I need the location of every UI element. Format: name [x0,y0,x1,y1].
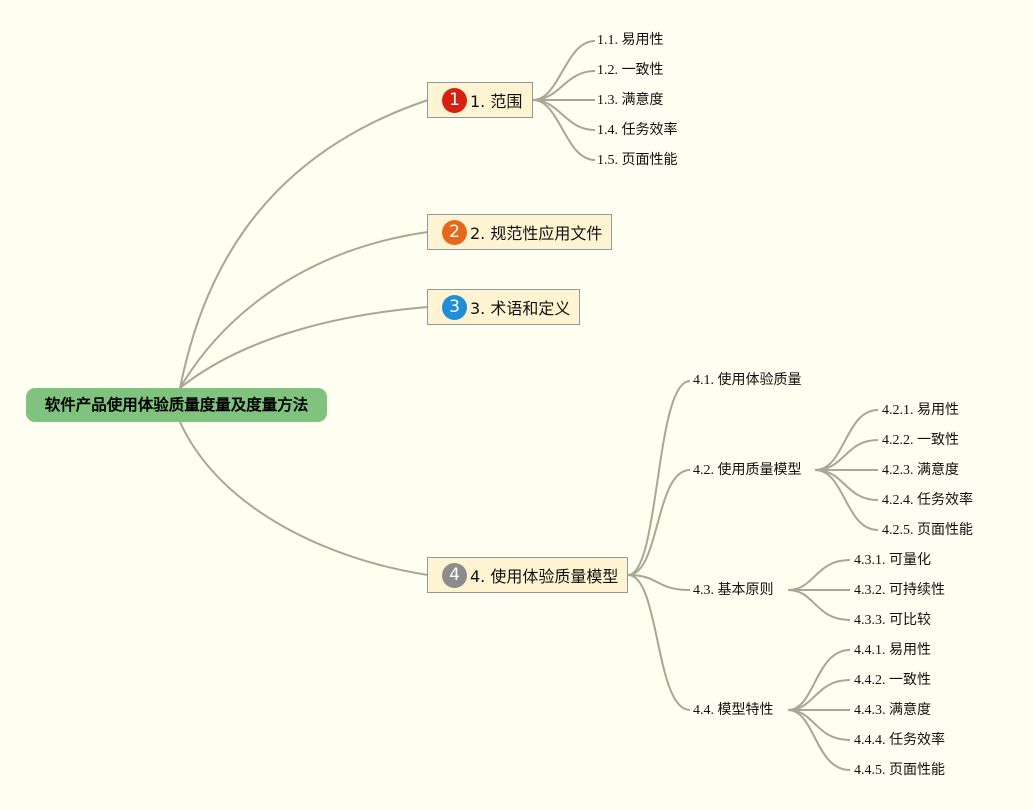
connector-4-4-to-4-4-1 [787,649,851,711]
subtopic-4-4-1[interactable]: 4.4.1. 易用性 [854,643,931,658]
connector-4-2-to-4-2-1 [814,409,879,471]
subtopic-4-4-4[interactable]: 4.4.4. 任务效率 [854,733,945,748]
subtopic-4-3-1[interactable]: 4.3.1. 可量化 [854,553,931,568]
subtopic-4-3-3[interactable]: 4.3.3. 可比较 [854,613,931,628]
connector-4-3-to-4-3-3 [787,589,851,621]
subtopic-4-2[interactable]: 4.2. 使用质量模型 [693,463,802,478]
connector-root-to-topic-4 [179,421,429,576]
connector-4-4-to-4-4-5 [787,709,851,771]
subtopic-1-5[interactable]: 1.5. 页面性能 [597,153,678,168]
main-topic-2-label: 2. 规范性应用文件 [470,224,603,243]
subtopic-4-2-5[interactable]: 4.2.5. 页面性能 [882,523,973,538]
priority-badge-icon: 1 [442,87,467,113]
connector-4-4-to-4-4-4 [787,709,851,741]
subtopic-4-2-4[interactable]: 4.2.4. 任务效率 [882,493,973,508]
connector-4-2-to-4-2-4 [814,469,879,501]
main-topic-3[interactable]: 3 3. 术语和定义 [427,289,580,325]
main-topic-4-label: 4. 使用体验质量模型 [470,567,619,586]
connector-4-to-4-4 [627,574,691,711]
subtopic-1-3[interactable]: 1.3. 满意度 [597,93,664,108]
main-topic-4[interactable]: 4 4. 使用体验质量模型 [427,557,628,593]
subtopic-4-4-3[interactable]: 4.4.3. 满意度 [854,703,931,718]
subtopic-4-3[interactable]: 4.3. 基本原则 [693,583,774,598]
connector-1-to-1-5 [532,99,596,161]
subtopic-4-2-2[interactable]: 4.2.2. 一致性 [882,433,959,448]
connector-4-4-to-4-4-2 [787,679,851,711]
subtopic-1-4[interactable]: 1.4. 任务效率 [597,123,678,138]
priority-badge-icon: 3 [442,294,467,320]
connector-4-2-to-4-2-5 [814,469,879,531]
main-topic-1[interactable]: 1 1. 范围 [427,82,533,118]
main-topic-3-label: 3. 术语和定义 [470,299,571,318]
connector-root-to-topic-2 [179,231,429,389]
connector-1-to-1-2 [532,70,596,101]
connector-4-3-to-4-3-1 [787,559,851,591]
connector-1-to-1-1 [532,40,596,101]
subtopic-4-1[interactable]: 4.1. 使用体验质量 [693,373,802,388]
connector-1-to-1-4 [532,99,596,131]
subtopic-1-1[interactable]: 1.1. 易用性 [597,33,664,48]
main-topic-1-label: 1. 范围 [470,92,523,111]
subtopic-4-4[interactable]: 4.4. 模型特性 [693,703,774,718]
priority-badge-icon: 2 [442,219,467,245]
subtopic-4-2-1[interactable]: 4.2.1. 易用性 [882,403,959,418]
connector-4-to-4-3 [627,574,691,591]
priority-badge-icon: 4 [442,562,467,588]
connector-4-2-to-4-2-2 [814,439,879,471]
subtopic-4-4-2[interactable]: 4.4.2. 一致性 [854,673,931,688]
subtopic-1-2[interactable]: 1.2. 一致性 [597,63,664,78]
subtopic-4-3-2[interactable]: 4.3.2. 可持续性 [854,583,945,598]
subtopic-4-2-3[interactable]: 4.2.3. 满意度 [882,463,959,478]
connector-4-to-4-1 [627,380,691,576]
connector-root-to-topic-1 [179,99,429,389]
main-topic-2[interactable]: 2 2. 规范性应用文件 [427,214,612,250]
root-topic[interactable]: 软件产品使用体验质量度量及度量方法 [26,388,327,422]
subtopic-4-4-5[interactable]: 4.4.5. 页面性能 [854,763,945,778]
connector-root-to-topic-3 [179,306,429,389]
connector-4-to-4-2 [627,469,691,576]
